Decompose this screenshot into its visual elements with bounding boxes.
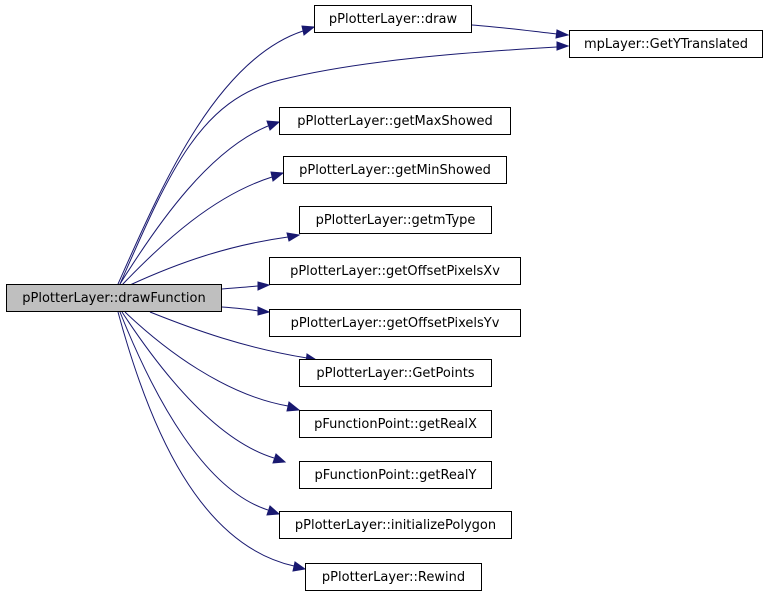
arrowhead-getoffsetpixelsyv xyxy=(257,306,271,316)
edge-to-getytranslated xyxy=(119,46,558,285)
node-rewind[interactable]: pPlotterLayer::Rewind xyxy=(305,563,482,591)
arrowhead-getrealx xyxy=(286,401,301,412)
node-initialize-polygon[interactable]: pPlotterLayer::initializePolygon xyxy=(279,511,512,539)
node-draw-function[interactable]: pPlotterLayer::drawFunction xyxy=(6,284,222,312)
arrowhead-draw xyxy=(301,25,316,36)
edge-to-initializepolygon xyxy=(119,311,269,511)
edge-draw-to-getytranslated xyxy=(471,24,558,35)
arrowhead-getmtype xyxy=(286,232,301,242)
arrowhead-getytranslated-2 xyxy=(556,41,570,51)
arrowhead-getmaxshowed xyxy=(266,120,281,131)
edge-to-draw xyxy=(117,30,304,285)
arrowhead-rewind xyxy=(292,561,307,572)
arrowhead-getrealy xyxy=(272,453,287,464)
arrowhead-getytranslated-1 xyxy=(555,29,570,39)
arrowhead-getminshowed xyxy=(270,171,285,182)
node-get-y-translated[interactable]: mpLayer::GetYTranslated xyxy=(569,30,763,58)
edge-to-getrealx xyxy=(124,311,289,407)
edge-to-getpoints xyxy=(149,311,308,359)
node-get-points[interactable]: pPlotterLayer::GetPoints xyxy=(299,359,492,387)
edge-to-getminshowed xyxy=(121,176,273,286)
arrowhead-getoffsetpixelsxv xyxy=(257,281,271,291)
node-get-offset-pixels-yv[interactable]: pPlotterLayer::getOffsetPixelsYv xyxy=(269,309,521,337)
node-getm-type[interactable]: pPlotterLayer::getmType xyxy=(299,206,492,234)
node-get-offset-pixels-xv[interactable]: pPlotterLayer::getOffsetPixelsXv xyxy=(269,257,521,285)
node-get-real-y[interactable]: pFunctionPoint::getRealY xyxy=(299,461,492,489)
node-get-real-x[interactable]: pFunctionPoint::getRealX xyxy=(299,410,492,438)
node-draw[interactable]: pPlotterLayer::draw xyxy=(314,5,472,33)
edge-to-rewind xyxy=(117,311,295,567)
edge-to-getoffsetpixelsxv xyxy=(221,285,259,290)
edge-to-getmtype xyxy=(129,236,289,286)
edge-to-getmaxshowed xyxy=(119,125,269,285)
arrowhead-initializepolygon xyxy=(266,505,281,516)
edge-to-getrealy xyxy=(121,311,275,459)
node-get-min-showed[interactable]: pPlotterLayer::getMinShowed xyxy=(283,156,507,184)
edge-to-getoffsetpixelsyv xyxy=(221,306,259,312)
node-get-max-showed[interactable]: pPlotterLayer::getMaxShowed xyxy=(279,107,511,135)
